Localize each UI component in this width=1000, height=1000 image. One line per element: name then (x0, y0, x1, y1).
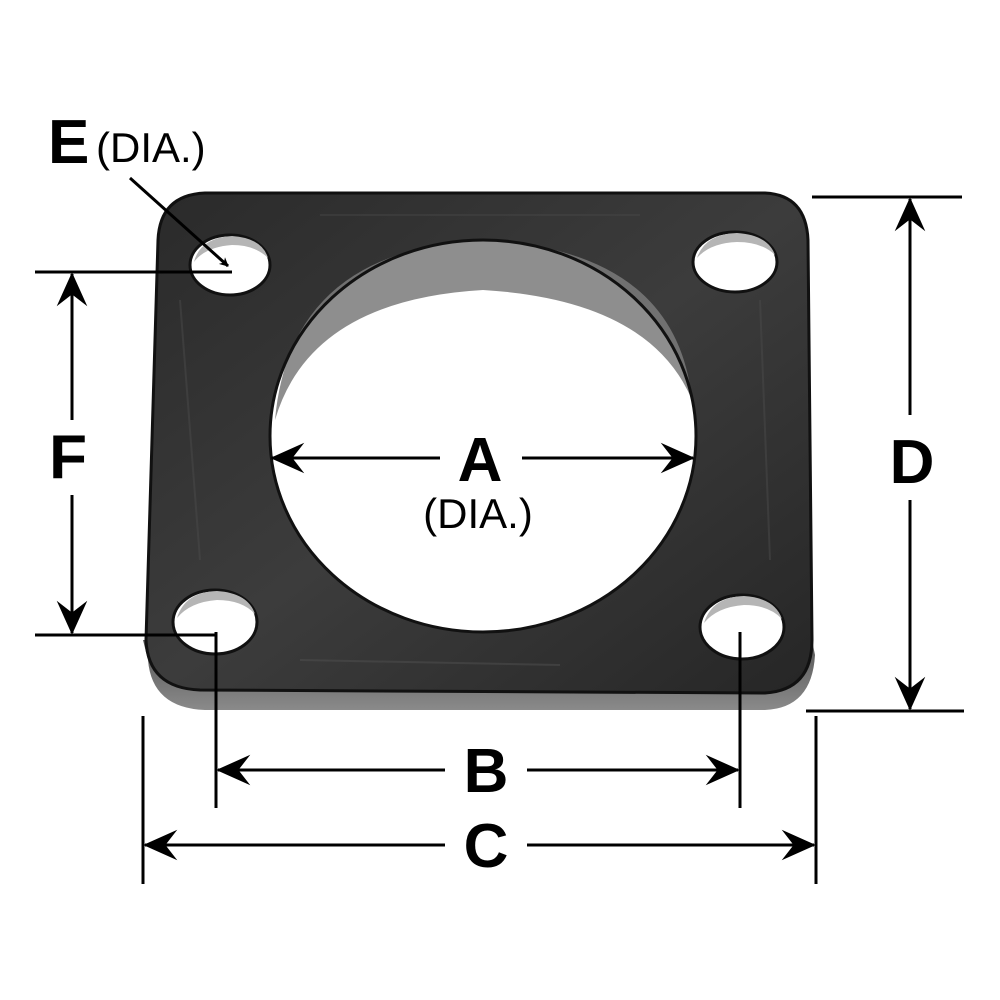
dimension-a: A (DIA.) (270, 426, 695, 537)
bore-wall (275, 240, 692, 420)
dimension-d: D (806, 195, 964, 713)
bolt-hole-top-right (691, 230, 779, 294)
dimension-a-note: (DIA.) (423, 490, 533, 537)
dimension-e-note: (DIA.) (96, 124, 206, 171)
dimension-d-label: D (890, 428, 935, 497)
dimension-b-label: B (464, 737, 509, 806)
bolt-holes (171, 230, 786, 661)
dimension-e: E (DIA.) (48, 108, 230, 268)
dimension-f-label: F (49, 423, 87, 492)
dimension-e-leader (128, 176, 230, 268)
bolt-hole-bottom-right (698, 593, 786, 661)
bore-opening (268, 238, 698, 634)
dimension-e-label: E (48, 108, 89, 177)
dimension-a-label: A (458, 426, 503, 495)
dimension-c-label: C (464, 812, 509, 881)
dimension-b: B (214, 632, 742, 808)
dimension-f: F (35, 270, 232, 637)
dimension-c: C (141, 716, 818, 884)
